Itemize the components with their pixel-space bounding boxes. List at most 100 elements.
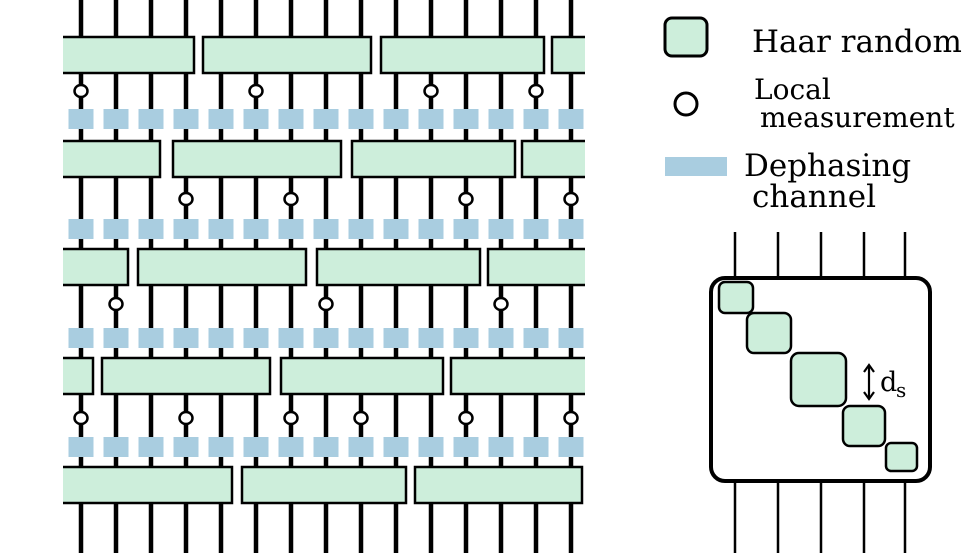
haar-legend-swatch — [663, 16, 709, 58]
dephasing-channel — [418, 328, 444, 348]
dephasing-channel — [68, 328, 94, 348]
dephasing-channel — [383, 219, 409, 239]
local-measurement — [73, 410, 89, 426]
dephasing-channel — [453, 219, 479, 239]
dephasing-channel — [173, 437, 199, 457]
legend: Haar random Local measurement Dephasing … — [663, 16, 962, 215]
local-measurement — [563, 191, 579, 207]
dephasing-channel — [243, 109, 269, 129]
haar-gate — [240, 465, 408, 505]
dephasing-channel — [103, 109, 129, 129]
dephasing-channel — [453, 109, 479, 129]
inset-block-4 — [841, 404, 887, 448]
haar-legend-label: Haar random — [752, 24, 962, 60]
inset-block-2 — [745, 311, 793, 355]
dephasing-channel — [383, 109, 409, 129]
inset-block-5 — [884, 441, 919, 473]
dephasing-legend-label-line1: Dephasing — [744, 148, 911, 184]
dephasing-channel — [558, 109, 584, 129]
dephasing-channel — [383, 328, 409, 348]
dephasing-channel — [348, 328, 374, 348]
dephasing-channel — [418, 219, 444, 239]
dephasing-channel — [558, 437, 584, 457]
dephasing-channel — [103, 328, 129, 348]
local-measurement — [318, 296, 334, 312]
dephasing-channel — [523, 109, 549, 129]
dephasing-channel — [173, 219, 199, 239]
dephasing-channel — [103, 219, 129, 239]
dephasing-channel — [523, 219, 549, 239]
local-measurement — [493, 296, 509, 312]
dephasing-channel — [558, 219, 584, 239]
dephasing-channel — [208, 328, 234, 348]
dephasing-channel — [68, 437, 94, 457]
dephasing-channel — [208, 437, 234, 457]
dephasing-channel — [243, 328, 269, 348]
haar-gate — [136, 247, 308, 287]
dephasing-channel — [313, 109, 339, 129]
dephasing-channel — [418, 437, 444, 457]
inset-block-1 — [717, 280, 755, 315]
haar-gate — [486, 247, 585, 287]
dephasing-channel — [208, 219, 234, 239]
dephasing-channel — [278, 328, 304, 348]
haar-gate — [449, 356, 585, 396]
local-measurement — [178, 191, 194, 207]
measurement-legend-icon — [673, 91, 699, 117]
dephasing-channel — [68, 109, 94, 129]
haar-gate — [100, 356, 272, 396]
measurement-legend-label-line1: Local — [754, 73, 831, 106]
measurement-layer — [73, 83, 579, 426]
local-measurement — [283, 410, 299, 426]
haar-gate — [550, 35, 585, 75]
dephasing-channel — [243, 219, 269, 239]
haar-gate — [279, 356, 445, 396]
measurement-legend-label-line2: measurement — [760, 101, 955, 134]
block-size-subscript: s — [896, 378, 906, 402]
dephasing-channel — [313, 219, 339, 239]
dephasing-channel — [488, 219, 514, 239]
inset-block-3 — [789, 351, 848, 408]
dephasing-channel — [453, 328, 479, 348]
dephasing-channel — [208, 109, 234, 129]
dephasing-channel — [138, 437, 164, 457]
block-diagonal-inset: d s — [709, 232, 932, 553]
local-measurement — [178, 410, 194, 426]
dephasing-channel — [348, 219, 374, 239]
haar-gate — [350, 139, 517, 179]
dephasing-channel — [348, 109, 374, 129]
local-measurement — [283, 191, 299, 207]
dephasing-channel — [558, 328, 584, 348]
dephasing-legend-swatch — [665, 157, 727, 176]
inset-wires — [733, 232, 907, 553]
dephasing-channel — [173, 109, 199, 129]
random-circuit — [63, 0, 585, 553]
local-measurement — [248, 83, 264, 99]
local-measurement — [528, 83, 544, 99]
dephasing-channel — [243, 437, 269, 457]
local-measurement — [353, 410, 369, 426]
local-measurement — [458, 410, 474, 426]
dephasing-channel — [278, 219, 304, 239]
dephasing-channel — [278, 109, 304, 129]
dephasing-channel — [173, 328, 199, 348]
haar-gate — [63, 465, 234, 505]
local-measurement — [563, 410, 579, 426]
block-size-arrow — [863, 363, 875, 401]
local-measurement — [458, 191, 474, 207]
haar-gate — [63, 247, 130, 287]
dephasing-layer — [68, 109, 584, 457]
block-size-label: d — [880, 367, 897, 398]
dephasing-channel — [418, 109, 444, 129]
dephasing-channel — [68, 219, 94, 239]
dephasing-channel — [103, 437, 129, 457]
dephasing-channel — [313, 437, 339, 457]
local-measurement — [73, 83, 89, 99]
dephasing-channel — [313, 328, 339, 348]
local-measurement — [108, 296, 124, 312]
haar-gate — [171, 139, 343, 179]
haar-gate — [315, 247, 482, 287]
haar-gate — [413, 465, 584, 505]
haar-gate — [201, 35, 373, 75]
